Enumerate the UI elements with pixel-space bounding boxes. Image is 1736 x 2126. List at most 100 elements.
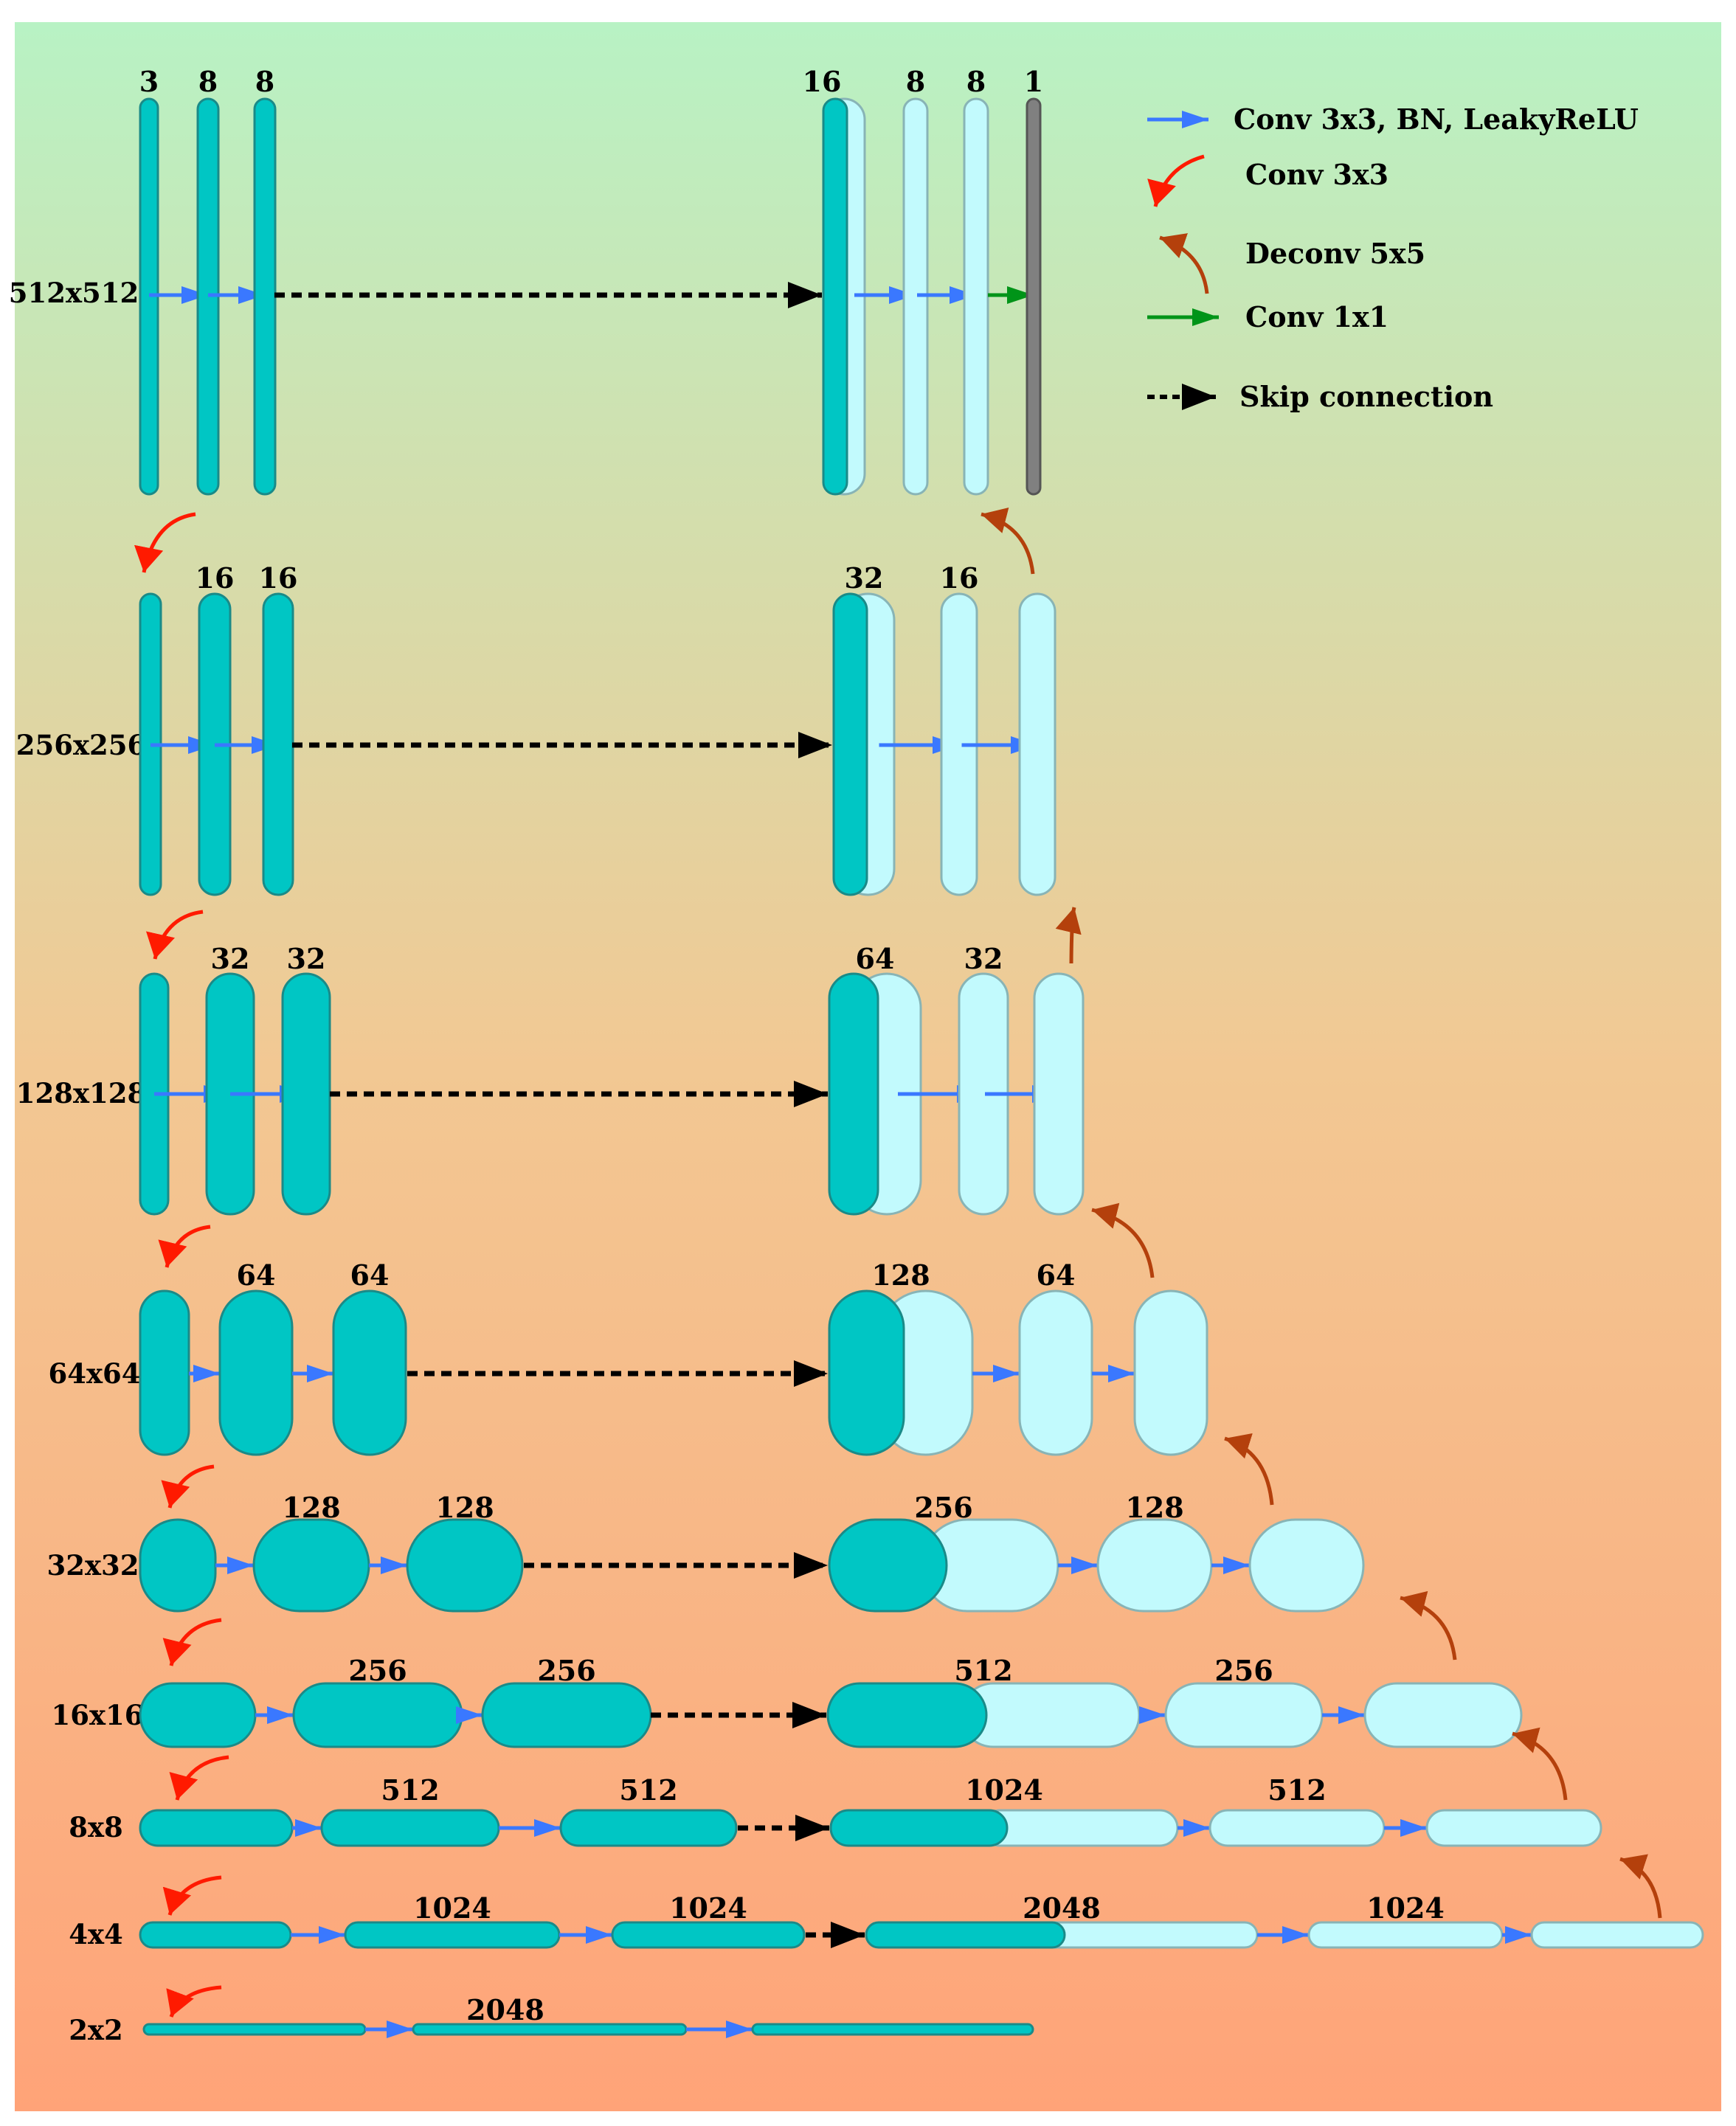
- decoder-block-32x32-1: [1096, 1518, 1213, 1613]
- deconv-up-arrow-2: [1055, 907, 1082, 964]
- conv3-down-arrow-3: [158, 1225, 211, 1268]
- decoder-block-4x4-1: [1307, 1921, 1504, 1949]
- encoder-channel-label: 32: [211, 942, 250, 975]
- encoder-channel-label: 512: [619, 1773, 677, 1807]
- encoder-block-32x32-3: [406, 1518, 524, 1613]
- concat-channel-label: 64: [856, 942, 895, 975]
- encoder-block-4x4-2: [344, 1921, 561, 1949]
- deconv-up-arrow-7: [1619, 1854, 1662, 1919]
- encoder-block-512x512-3: [253, 97, 277, 496]
- concat-decoder-half-8x8: [981, 1809, 1179, 1847]
- encoder-channel-label: 1024: [669, 1891, 747, 1925]
- decoder-channel-label: 128: [1125, 1491, 1183, 1524]
- encoder-channel-label: 8: [198, 65, 218, 98]
- encoder-channel-label: 128: [282, 1491, 340, 1524]
- deconv-up-arrow-6: [1512, 1727, 1568, 1801]
- concat-decoder-half-4x4: [1038, 1921, 1259, 1949]
- decoder-block-512x512-2: [963, 97, 989, 496]
- resolution-label-64x64: 64x64: [48, 1357, 140, 1390]
- resolution-label-2x2: 2x2: [69, 2014, 123, 2046]
- deconv-up-arrow-3: [1091, 1202, 1155, 1278]
- decoder-channel-label: 512: [1268, 1773, 1326, 1807]
- decoder-block-16x16-2: [1363, 1682, 1523, 1748]
- encoder-channel-label: 64: [350, 1258, 390, 1292]
- decoder-block-128x128-2: [1033, 972, 1085, 1216]
- decoder-block-8x8-2: [1425, 1809, 1602, 1847]
- encoder-channel-label: 32: [287, 942, 326, 975]
- decoder-block-64x64-1: [1018, 1289, 1093, 1456]
- encoder-block-16x16-1: [139, 1682, 257, 1748]
- decoder-channel-label: 16: [940, 561, 979, 595]
- concat-channel-label: 1024: [965, 1773, 1043, 1807]
- decoder-block-64x64-2: [1133, 1289, 1208, 1456]
- resolution-label-16x16: 16x16: [51, 1699, 143, 1731]
- concat-channel-label: 16: [803, 65, 842, 98]
- legend-skip-label: Skip connection: [1239, 380, 1493, 413]
- legend-conv3-arrow-icon: [1147, 154, 1205, 207]
- encoder-channel-label: 256: [537, 1654, 595, 1687]
- deconv-up-arrow-1: [981, 508, 1035, 575]
- encoder-block-8x8-3: [559, 1809, 738, 1847]
- decoder-block-32x32-2: [1248, 1518, 1365, 1613]
- concat-encoder-half-16x16: [826, 1682, 988, 1748]
- encoder-block-16x16-3: [481, 1682, 652, 1748]
- concat-encoder-half-128x128: [828, 972, 879, 1216]
- decoder-channel-label: 64: [1037, 1258, 1076, 1292]
- concat-encoder-half-4x4: [865, 1921, 1066, 1949]
- encoder-block-32x32-1: [139, 1518, 217, 1613]
- concat-encoder-half-8x8: [829, 1809, 1009, 1847]
- encoder-block-4x4-1: [139, 1921, 292, 1949]
- resolution-label-256x256: 256x256: [16, 729, 147, 761]
- legend-conv_bn-label: Conv 3x3, BN, LeakyReLU: [1234, 103, 1639, 136]
- decoder-block-16x16-1: [1164, 1682, 1324, 1748]
- output-block: [1026, 97, 1042, 496]
- encoder-block-32x32-2: [252, 1518, 370, 1613]
- conv3-down-arrow-1: [134, 512, 196, 573]
- encoder-block-128x128-3: [281, 972, 331, 1216]
- bottleneck-channel-label: 2048: [466, 1993, 544, 2026]
- concat-channel-label: 2048: [1023, 1891, 1101, 1925]
- decoder-channel-label: 32: [964, 942, 1003, 975]
- concat-encoder-half-512x512: [822, 97, 848, 496]
- encoder-block-64x64-3: [332, 1289, 407, 1456]
- encoder-block-4x4-3: [611, 1921, 806, 1949]
- encoder-channel-label: 16: [196, 561, 235, 595]
- decoder-block-256x256-2: [1018, 592, 1057, 896]
- decoder-channel-label: 8: [966, 65, 986, 98]
- output-channel-label: 1: [1024, 65, 1043, 98]
- conv3-down-arrow-8: [166, 1985, 222, 2018]
- concat-channel-label: 512: [954, 1654, 1012, 1687]
- deconv-up-arrow-4: [1224, 1433, 1274, 1506]
- encoder-channel-label: 16: [259, 561, 298, 595]
- conv3-down-arrow-2: [145, 910, 204, 960]
- encoder-block-64x64-1: [139, 1289, 190, 1456]
- encoder-channel-label: 256: [348, 1654, 407, 1687]
- encoder-channel-label: 1024: [413, 1891, 491, 1925]
- conv3-down-arrow-5: [162, 1618, 222, 1666]
- deconv-up-arrow-5: [1400, 1590, 1457, 1661]
- encoder-channel-label: 128: [435, 1491, 494, 1524]
- conv3-down-arrow-4: [161, 1464, 215, 1509]
- encoder-channel-label: 64: [237, 1258, 276, 1292]
- bottleneck-block-1: [142, 2023, 367, 2036]
- concat-decoder-half-16x16: [960, 1682, 1141, 1748]
- resolution-label-32x32: 32x32: [46, 1549, 139, 1582]
- concat-channel-label: 32: [845, 561, 884, 595]
- concat-channel-label: 128: [871, 1258, 930, 1292]
- bottleneck-block-3: [751, 2023, 1034, 2036]
- conv3-down-arrow-7: [162, 1875, 222, 1916]
- legend-deconv-arrow-icon: [1159, 233, 1209, 294]
- encoder-channel-label: 8: [255, 65, 274, 98]
- legend-conv1-label: Conv 1x1: [1245, 300, 1389, 333]
- encoder-channel-label: 512: [381, 1773, 439, 1807]
- legend-conv3-label: Conv 3x3: [1245, 158, 1389, 191]
- encoder-block-256x256-3: [262, 592, 294, 896]
- decoder-channel-label: 8: [906, 65, 925, 98]
- resolution-label-4x4: 4x4: [69, 1918, 123, 1950]
- concat-encoder-half-32x32: [828, 1518, 948, 1613]
- legend-deconv-label: Deconv 5x5: [1245, 237, 1425, 270]
- encoder-block-8x8-1: [139, 1809, 294, 1847]
- decoder-channel-label: 256: [1214, 1654, 1273, 1687]
